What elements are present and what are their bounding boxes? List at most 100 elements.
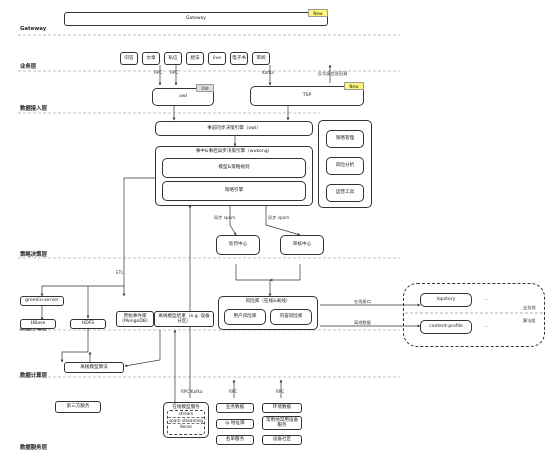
tsp-box: TSP (250, 86, 364, 106)
risk-db-group: 风险库（在线&离线） (218, 296, 318, 330)
third-party-label: 第三方服务 (66, 404, 90, 410)
edge-async-punish (229, 205, 237, 236)
offline-result-box: 离线模型结果（e.g. 设备分区） (154, 311, 214, 327)
layer-service-label: 数据服务层 (20, 445, 47, 451)
async-engine-group: 事中&事后异步决策引擎（wukong） (155, 146, 313, 206)
content-risk-box: 内容风险库 (270, 309, 312, 325)
env-data-label: 环境数据 (272, 405, 292, 411)
external-dots-1: ... (484, 296, 488, 301)
device-zone-box: 设备社区 (262, 435, 302, 445)
layer-access-label: 数据接入层 (20, 106, 47, 112)
layer-compute-label: 数据计算层 (20, 373, 47, 379)
ip-lib-box: ip 地址库 (216, 419, 254, 429)
edge-label-kafka: Kafka (262, 70, 274, 75)
device-zone-label: 设备社区 (272, 437, 292, 443)
tsp-new-tag: New (344, 82, 364, 90)
business-item: 文章 (142, 52, 160, 65)
edge-label-rpc-kafka: RPC/Kafka (181, 389, 203, 394)
edge-label-sync-spam: 同步 spam (214, 215, 236, 220)
review-center-box[interactable]: 审核中心 (280, 235, 324, 255)
algo-line-label: 算法组 (523, 318, 536, 323)
name-service-label: 名单服务 (225, 437, 245, 443)
edge-hdfs-compute (60, 328, 89, 363)
online-model-group: 在线模型服务 (163, 402, 209, 438)
gateway-box: Gateway (64, 12, 328, 26)
sync-engine-label: 事前同步决策引擎（owl） (207, 125, 261, 131)
biz-data-box: 业务数据 (216, 403, 254, 413)
edge-async-etl (122, 177, 155, 297)
hbase-label: HBase (30, 321, 46, 327)
biz-line-label: 业务线 (523, 305, 536, 310)
edge-label-rpc2: RPC (170, 70, 179, 75)
env-data-box: 环境数据 (262, 403, 302, 413)
tsp-label: TSP (302, 93, 312, 99)
sync-engine-box: 事前同步决策引擎（owl） (155, 121, 313, 136)
gremlin-server-label: gremlin-server (25, 298, 59, 304)
layer-storage-label: 数据存储层 (20, 326, 47, 332)
offline-model-algo-label: 离线模型算法 (80, 364, 108, 370)
edge-review-risk (269, 264, 301, 282)
ops-side-item[interactable]: 策略管理 (326, 130, 364, 148)
gateway-new-tag: New (308, 9, 328, 17)
edge-label-rpc-b: RPC (276, 389, 285, 394)
layer-strategy-label: 策略决策层 (20, 252, 47, 258)
external-consumers-group (403, 283, 545, 347)
hdfs-label: HDFS (81, 321, 95, 327)
edge-async-review (265, 205, 301, 236)
business-item: 私信 (164, 52, 182, 65)
layer-business-label: 业务层 (20, 64, 37, 70)
strategy-engine-box: 策略引擎 (162, 181, 306, 201)
business-item: 想法 (186, 52, 204, 65)
name-service-box: 名单服务 (216, 435, 254, 445)
ip-lib-label: ip 地址库 (225, 421, 245, 427)
device-fp-label: 常用地常用设备服务 (265, 417, 299, 428)
layer-gateway-label: Gateway (20, 26, 47, 32)
external-dots-2: ... (484, 323, 488, 328)
user-risk-label: 用户风险库 (233, 314, 257, 320)
user-risk-box: 用户风险库 (224, 309, 266, 325)
lopstory-box: lopstory (420, 293, 472, 307)
third-party-box: 第三方服务 (55, 401, 101, 413)
punish-center-label: 惩罚中心 (228, 242, 248, 248)
biz-data-label: 业务数据 (225, 405, 245, 411)
edge-label-offline-data: 离线数据 (354, 320, 371, 325)
edge-label-rpc-a: RPC (229, 389, 238, 394)
ops-side-item[interactable]: 运营工具 (326, 184, 364, 202)
gateway-box-label: Gateway (185, 16, 207, 22)
content-profile-box: content-profile (420, 320, 472, 334)
online-model-title: 在线模型服务 (172, 404, 200, 410)
online-model-item: Keras (180, 424, 192, 430)
model-rules-box: 模型&策略规则 (162, 158, 306, 178)
business-item: 审阅 (252, 52, 270, 65)
edge-etl-gremlin (40, 285, 124, 297)
hbase-box: HBase (20, 319, 56, 329)
ops-side-panel (318, 120, 372, 208)
model-rules-label: 模型&策略规则 (218, 165, 250, 171)
async-engine-title: 事中&事后异步决策引擎（wukong） (195, 149, 273, 154)
strategy-engine-label: 策略引擎 (224, 188, 244, 194)
device-fp-box: 常用地常用设备服务 (262, 416, 302, 430)
owl-old-tag: Old (196, 84, 214, 92)
content-risk-label: 内容风险库 (279, 314, 303, 320)
offline-result-label: 离线模型结果（e.g. 设备分区） (158, 313, 210, 324)
event-db-box: 原始事件库（MongoDB） (116, 311, 154, 327)
business-item: 电子书 (230, 52, 248, 65)
edge-label-rpc1: RPC (154, 70, 163, 75)
owl-box: owl (152, 88, 214, 106)
online-model-item: spark streaming (168, 417, 204, 424)
edge-label-anti-spam: 反垃圾信息回调 (318, 71, 348, 76)
edge-label-async-spam: 异步 spam (268, 215, 290, 220)
hdfs-box: HDFS (70, 319, 106, 329)
edge-label-online-api: 在线接口 (354, 299, 371, 304)
punish-center-box[interactable]: 惩罚中心 (216, 235, 260, 255)
offline-model-algo-box: 离线模型算法 (64, 362, 124, 373)
edge-label-etl: ETL (116, 270, 124, 275)
business-item: 问答 (120, 52, 138, 65)
lopstory-label: lopstory (436, 297, 456, 303)
ops-side-item[interactable]: 风险分析 (326, 157, 364, 175)
online-model-item: stream (168, 411, 204, 418)
